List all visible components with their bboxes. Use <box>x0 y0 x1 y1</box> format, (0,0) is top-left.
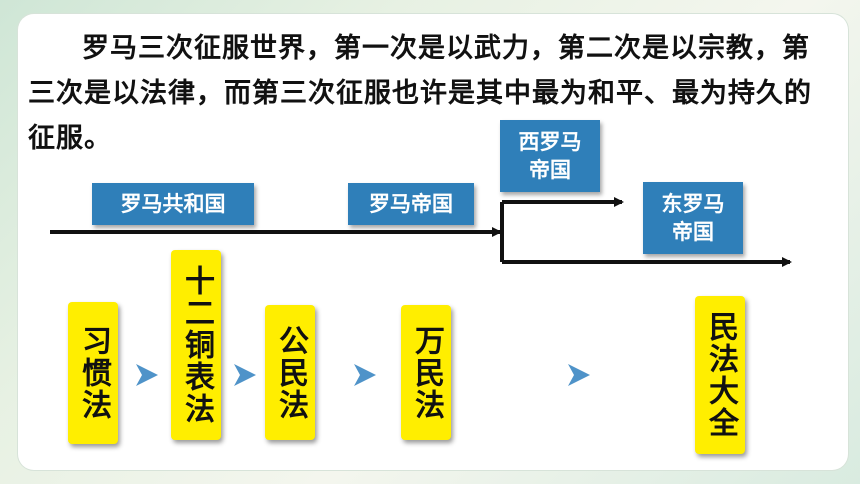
law-customary: 习惯法 <box>68 302 118 444</box>
law-civil: 公民法 <box>265 305 315 440</box>
era-western-line2: 帝国 <box>529 158 571 182</box>
era-roman-empire: 罗马帝国 <box>348 183 474 225</box>
chevron-icon <box>568 364 590 386</box>
era-roman-republic: 罗马共和国 <box>92 183 254 225</box>
law-nations: 万民法 <box>401 305 451 440</box>
era-eastern-line2: 帝国 <box>672 220 714 244</box>
era-western-roman-empire: 西罗马 帝国 <box>500 120 600 192</box>
law-corpus-juris: 民法大全 <box>695 296 745 454</box>
law-twelve-tables: 十二铜表法 <box>171 250 221 440</box>
chevron-icon <box>354 364 376 386</box>
chevron-icon <box>234 364 256 386</box>
chevron-icon <box>136 364 158 386</box>
era-eastern-roman-empire: 东罗马 帝国 <box>643 182 743 254</box>
era-eastern-line1: 东罗马 <box>661 192 725 216</box>
intro-paragraph: 罗马三次征服世界，第一次是以武力，第二次是以宗教，第三次是以法律，而第三次征服也… <box>28 33 812 154</box>
era-western-line1: 西罗马 <box>518 130 582 154</box>
